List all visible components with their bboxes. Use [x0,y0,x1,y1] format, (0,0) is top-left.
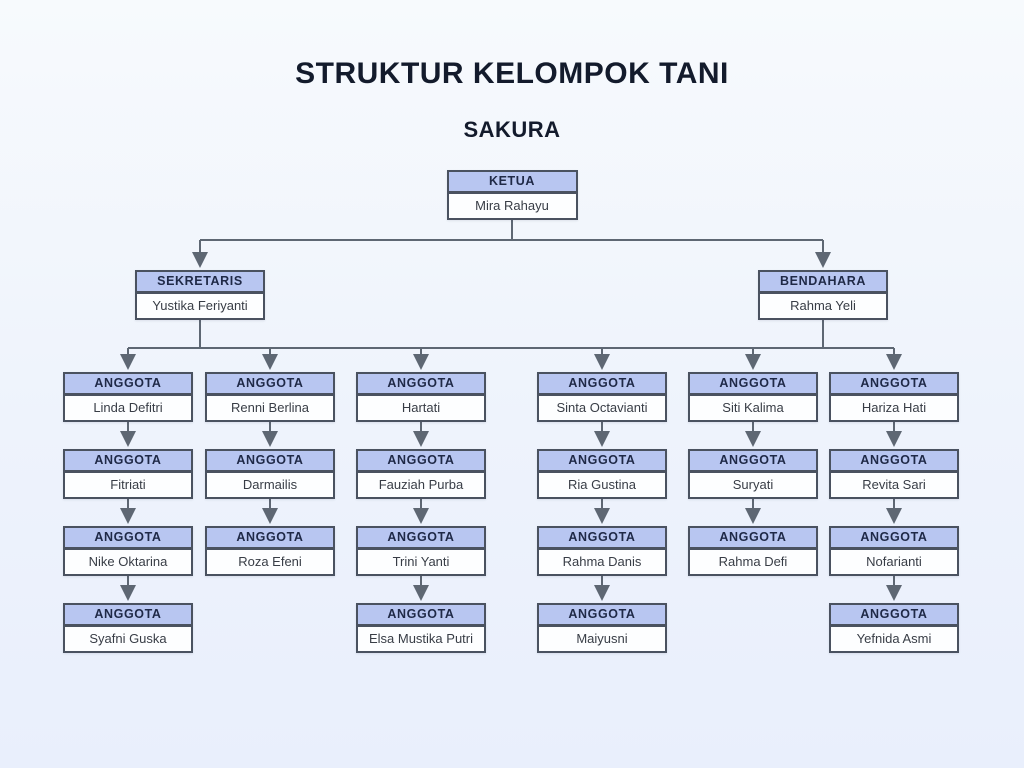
node-role-label: ANGGOTA [358,605,484,627]
node-person-name: Mira Rahayu [475,198,549,213]
org-node-sekretaris: SEKRETARIS Yustika Feriyanti [135,270,265,320]
node-person-name: Hartati [401,400,441,415]
org-node-anggota: ANGGOTA Fauziah Purba [356,449,486,499]
org-node-anggota: ANGGOTA Linda Defitri [63,372,193,422]
node-role-label: ANGGOTA [358,528,484,550]
node-role-label: ANGGOTA [358,451,484,473]
org-node-anggota: ANGGOTA Hariza Hati [829,372,959,422]
node-role-label: ANGGOTA [207,451,333,473]
node-role-label: SEKRETARIS [137,272,263,294]
node-person-name: Siti Kalima [722,400,784,415]
node-role-label: ANGGOTA [831,451,957,473]
node-role-label: ANGGOTA [539,528,665,550]
node-person-name: Hariza Hati [861,400,927,415]
page-subtitle: SAKURA [463,117,561,142]
org-node-anggota: ANGGOTA Hartati [356,372,486,422]
node-person-name: Trini Yanti [392,554,450,569]
node-role-label: ANGGOTA [831,528,957,550]
node-role-label: ANGGOTA [539,451,665,473]
org-node-anggota: ANGGOTA Sinta Octavianti [537,372,667,422]
node-role-label: ANGGOTA [207,374,333,396]
node-role-label: ANGGOTA [65,451,191,473]
org-node-anggota: ANGGOTA Nike Oktarina [63,526,193,576]
org-node-anggota: ANGGOTA Yefnida Asmi [829,603,959,653]
node-person-name: Ria Gustina [568,477,636,492]
org-node-anggota: ANGGOTA Suryati [688,449,818,499]
node-person-name: Nike Oktarina [88,554,168,569]
org-node-anggota: ANGGOTA Trini Yanti [356,526,486,576]
node-person-name: Sinta Octavianti [556,400,648,415]
node-role-label: ANGGOTA [65,605,191,627]
node-role-label: ANGGOTA [690,528,816,550]
node-person-name: Fitriati [110,477,146,492]
node-person-name: Yefnida Asmi [856,631,932,646]
org-node-anggota: ANGGOTA Elsa Mustika Putri [356,603,486,653]
node-person-name: Suryati [732,477,774,492]
node-role-label: KETUA [448,172,576,194]
page-title: STRUKTUR KELOMPOK TANI [295,57,729,90]
org-node-anggota: ANGGOTA Roza Efeni [205,526,335,576]
node-person-name: Fauziah Purba [378,477,464,492]
node-person-name: Roza Efeni [238,554,302,569]
org-node-anggota: ANGGOTA Fitriati [63,449,193,499]
node-person-name: Yustika Feriyanti [152,298,248,313]
node-person-name: Rahma Defi [718,554,788,569]
node-role-label: ANGGOTA [690,451,816,473]
node-role-label: ANGGOTA [539,374,665,396]
node-person-name: Rahma Yeli [790,298,856,313]
node-role-label: ANGGOTA [65,374,191,396]
node-person-name: Renni Berlina [230,400,310,415]
node-person-name: Syafni Guska [89,631,167,646]
org-node-anggota: ANGGOTA Siti Kalima [688,372,818,422]
org-node-anggota: ANGGOTA Nofarianti [829,526,959,576]
node-person-name: Linda Defitri [93,400,163,415]
org-node-ketua: KETUA Mira Rahayu [446,170,578,220]
org-node-anggota: ANGGOTA Rahma Defi [688,526,818,576]
node-person-name: Darmailis [242,477,298,492]
node-role-label: BENDAHARA [760,272,886,294]
org-node-anggota: ANGGOTA Ria Gustina [537,449,667,499]
org-node-anggota: ANGGOTA Maiyusni [537,603,667,653]
node-person-name: Rahma Danis [562,554,642,569]
node-role-label: ANGGOTA [539,605,665,627]
org-node-anggota: ANGGOTA Renni Berlina [205,372,335,422]
node-role-label: ANGGOTA [207,528,333,550]
node-person-name: Revita Sari [862,477,926,492]
node-person-name: Nofarianti [866,554,922,569]
org-node-anggota: ANGGOTA Syafni Guska [63,603,193,653]
node-role-label: ANGGOTA [65,528,191,550]
org-node-anggota: ANGGOTA Rahma Danis [537,526,667,576]
org-node-anggota: ANGGOTA Revita Sari [829,449,959,499]
node-role-label: ANGGOTA [690,374,816,396]
node-role-label: ANGGOTA [831,374,957,396]
node-person-name: Elsa Mustika Putri [368,631,474,646]
node-role-label: ANGGOTA [358,374,484,396]
org-node-bendahara: BENDAHARA Rahma Yeli [758,270,888,320]
node-role-label: ANGGOTA [831,605,957,627]
node-person-name: Maiyusni [576,631,628,646]
org-node-anggota: ANGGOTA Darmailis [205,449,335,499]
